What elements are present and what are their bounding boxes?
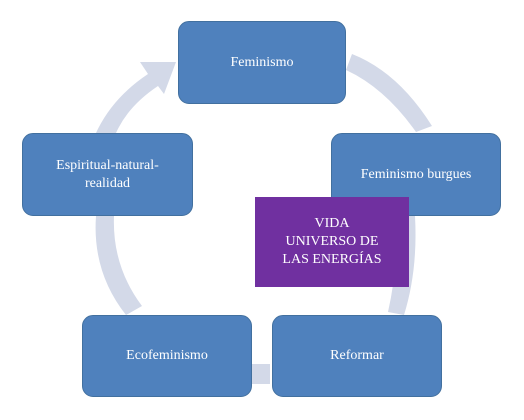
center-box: VIDA UNIVERSO DE LAS ENERGÍAS: [255, 197, 409, 287]
arrow-espiritual-to-feminismo: [96, 62, 176, 133]
center-line-3: LAS ENERGÍAS: [282, 252, 382, 267]
cycle-node-feminismo: Feminismo: [178, 21, 346, 104]
cycle-node-label: Ecofeminismo: [126, 348, 208, 363]
cycle-node-label: Reformar: [330, 348, 384, 363]
center-line-1: VIDA: [314, 216, 350, 231]
cycle-node-reformar: Reformar: [272, 315, 442, 397]
cycle-node-label: Feminismo burgues: [360, 166, 472, 182]
cycle-node-ecofeminismo: Ecofeminismo: [82, 315, 252, 397]
arrow-feminismo-to-burgues: [346, 54, 432, 132]
cycle-node-label: Espiritual-natural-realidad: [56, 157, 159, 191]
cycle-node-espiritual-natural-realidad: Espiritual-natural-realidad: [22, 133, 193, 216]
cycle-node-label: Feminismo: [230, 54, 294, 70]
arrow-reformar-to-ecofeminismo: [252, 364, 270, 384]
center-line-2: UNIVERSO DE: [285, 234, 379, 249]
arrow-ecofeminismo-to-espiritual: [95, 216, 142, 315]
